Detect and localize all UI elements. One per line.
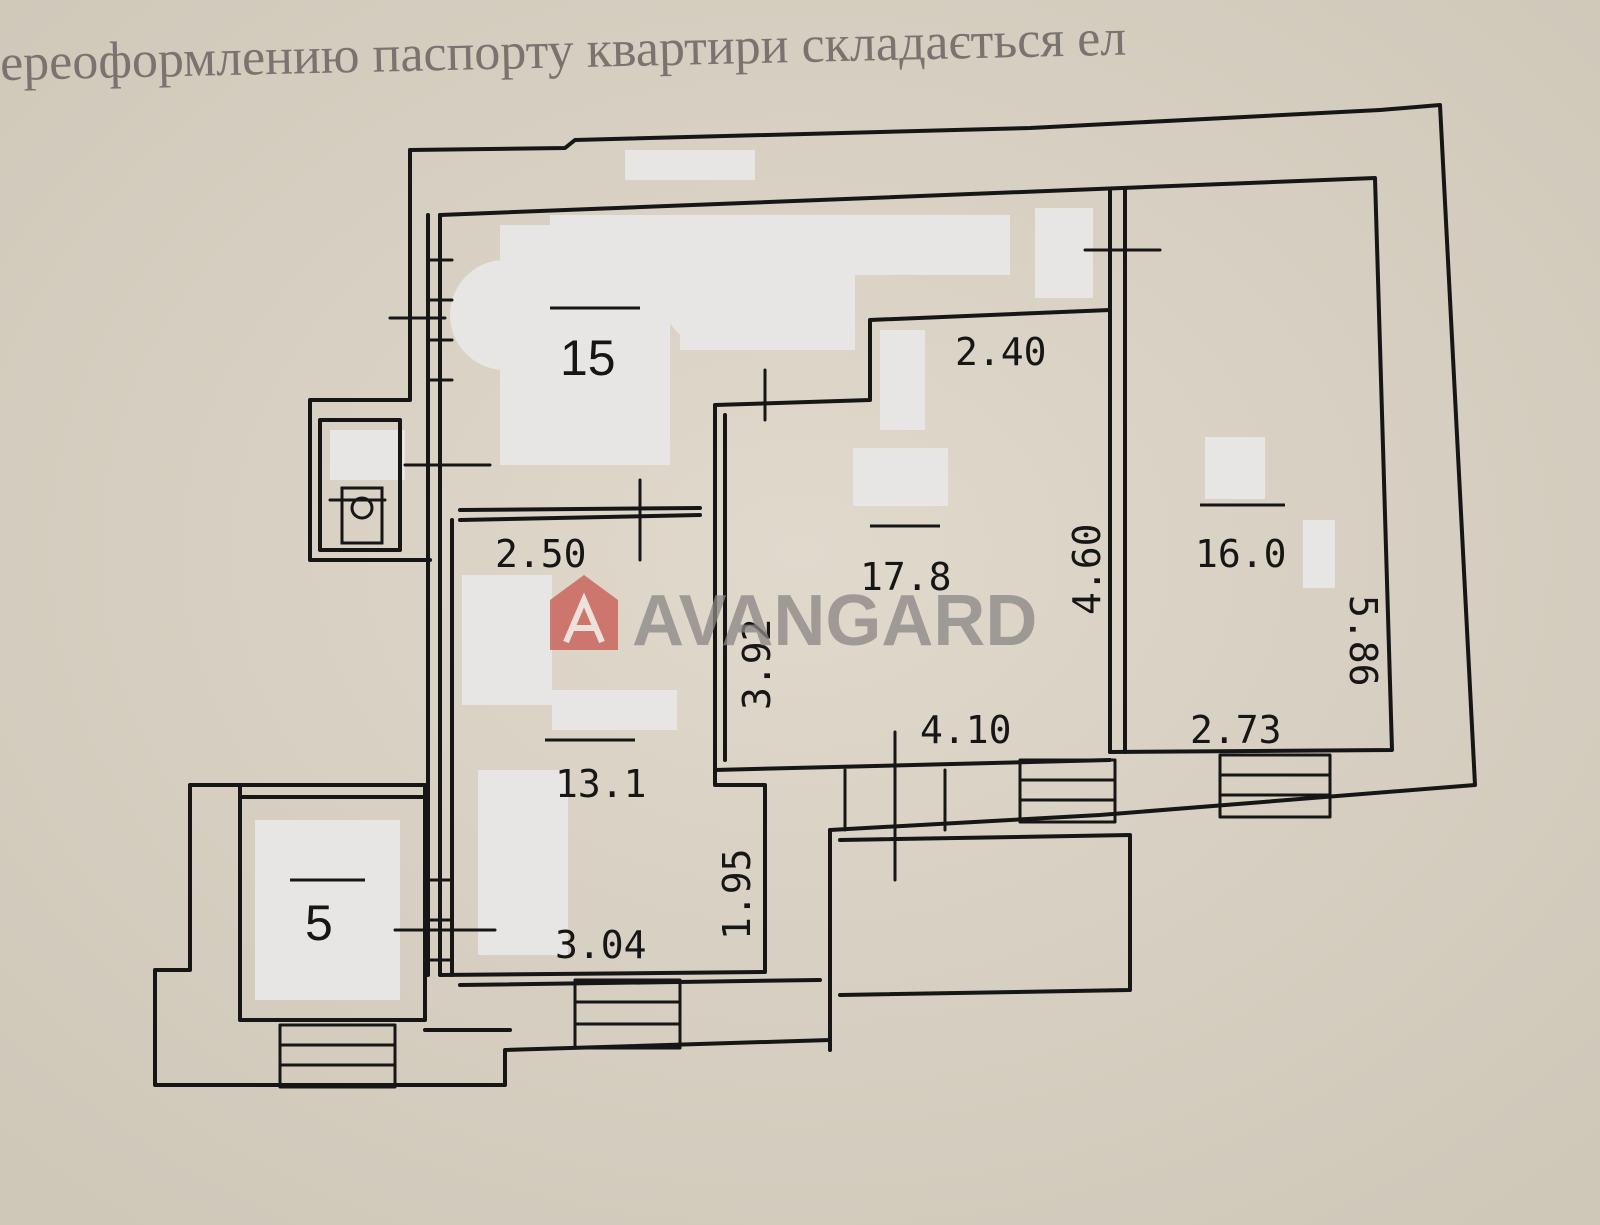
dimension-5-86: 5.86	[1341, 595, 1385, 687]
dimension-4-60: 4.60	[1065, 523, 1109, 615]
room-label-5: 5	[290, 878, 365, 951]
room-label-15: 15	[550, 306, 640, 386]
watermark-text: AVANGARD	[632, 581, 1037, 661]
svg-text:16.0: 16.0	[1195, 532, 1287, 576]
door-ticks	[328, 248, 1162, 932]
dimension-3-04: 3.04	[555, 923, 647, 967]
dimension-2-73: 2.73	[1190, 708, 1282, 752]
svg-text:13.1: 13.1	[555, 762, 647, 806]
boiler-icon	[340, 486, 384, 545]
windows	[278, 258, 1332, 1089]
dimension-2-50: 2.50	[495, 532, 587, 576]
walls	[153, 103, 1477, 1087]
redaction-patches	[255, 150, 1335, 1000]
svg-text:17.8: 17.8	[860, 555, 952, 599]
dimension-4-10: 4.10	[920, 708, 1012, 752]
room-label-16-0: 16.0	[1195, 503, 1287, 576]
room-label-13-1: 13.1	[545, 738, 647, 806]
svg-text:5: 5	[305, 895, 333, 951]
dimension-1-95: 1.95	[715, 848, 759, 940]
dimension-3-92: 3.92	[735, 618, 779, 710]
avangard-logo-icon	[550, 575, 618, 650]
avangard-watermark: AVANGARD	[550, 575, 1037, 661]
dimension-2-40: 2.40	[955, 330, 1047, 374]
room-label-17-8: 17.8	[860, 524, 952, 599]
svg-text:15: 15	[560, 330, 616, 386]
